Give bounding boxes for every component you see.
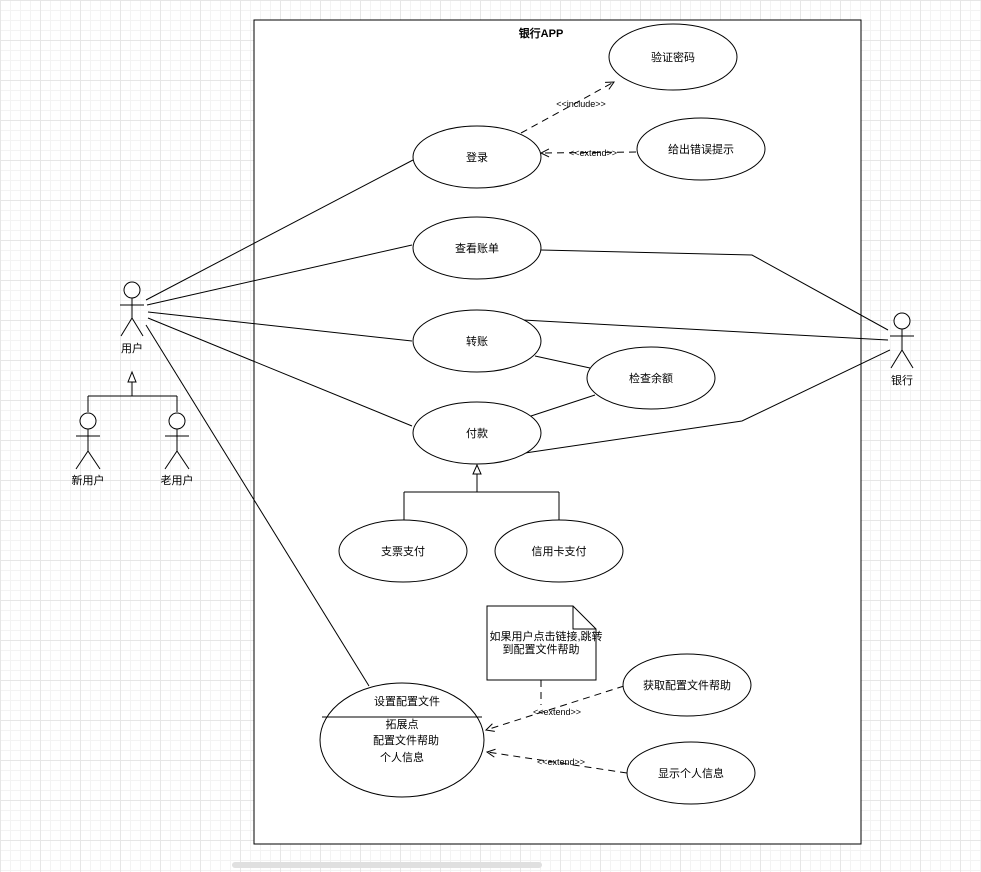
svg-text:检查余额: 检查余额 (629, 371, 673, 385)
config-file-name: 设置配置文件 (374, 694, 440, 708)
include-line (520, 82, 614, 134)
use-case-error-hint[interactable]: 给出错误提示 (636, 117, 766, 181)
assoc-bank-view-bill (540, 249, 889, 331)
note-line-2: 到配置文件帮助 (503, 642, 580, 656)
extend-error-label: <<extend>> (569, 148, 617, 158)
assoc-user-config (145, 324, 370, 687)
extension-point-info: 个人信息 (380, 750, 424, 764)
user-generalization (87, 370, 178, 412)
svg-text:转账: 转账 (466, 334, 488, 348)
associations (145, 159, 891, 687)
use-case-credit-card-pay[interactable]: 信用卡支付 (494, 519, 624, 583)
svg-text:信用卡支付: 信用卡支付 (532, 545, 587, 558)
extension-points-heading: 拓展点 (386, 717, 419, 731)
use-case-get-config-help[interactable]: 获取配置文件帮助 (622, 653, 752, 717)
svg-text:验证密码: 验证密码 (651, 50, 695, 64)
use-case-verify-password[interactable]: 验证密码 (608, 23, 738, 91)
assoc-transfer-check-balance (534, 355, 591, 369)
actor-user[interactable] (120, 281, 144, 337)
actor-bank-label: 银行 (891, 373, 913, 387)
use-case-view-bill[interactable]: 查看账单 (412, 216, 542, 280)
actor-new-user[interactable] (75, 412, 101, 470)
assoc-user-login (145, 159, 414, 301)
use-case-config-file[interactable]: 设置配置文件 拓展点 配置文件帮助 个人信息 (319, 682, 485, 798)
extend-help-line (486, 685, 625, 730)
horizontal-scrollbar[interactable] (232, 862, 542, 868)
use-case-check-balance[interactable]: 检查余额 (586, 346, 716, 410)
svg-text:显示个人信息: 显示个人信息 (658, 766, 724, 780)
svg-text:查看账单: 查看账单 (455, 241, 499, 255)
use-case-show-personal-info[interactable]: 显示个人信息 (626, 741, 756, 805)
actor-user-label: 用户 (121, 341, 143, 355)
assoc-bank-payment (524, 349, 891, 454)
extend-error-line (541, 152, 637, 153)
note[interactable]: 如果用户点击链接,跳转 到配置文件帮助 (486, 605, 603, 681)
actor-old-user[interactable] (164, 412, 190, 470)
assoc-user-transfer (147, 311, 413, 342)
dependency-lines (486, 82, 637, 774)
svg-text:给出错误提示: 给出错误提示 (668, 142, 734, 156)
note-line-1: 如果用户点击链接,跳转 (489, 629, 602, 643)
actor-new-user-label: 新用户 (72, 473, 105, 487)
use-case-check-pay[interactable]: 支票支付 (338, 519, 468, 583)
svg-text:获取配置文件帮助: 获取配置文件帮助 (643, 678, 731, 692)
system-title: 银行APP (519, 26, 564, 40)
use-case-payment[interactable]: 付款 (412, 401, 542, 465)
svg-text:支票支付: 支票支付 (381, 545, 425, 558)
assoc-payment-check-balance (530, 394, 596, 417)
use-case-transfer[interactable]: 转账 (412, 309, 542, 373)
actor-bank[interactable] (890, 312, 914, 369)
svg-text:付款: 付款 (466, 426, 488, 440)
include-label: <<include>> (556, 99, 606, 109)
assoc-bank-transfer (522, 319, 889, 341)
payment-generalization (403, 463, 560, 521)
assoc-user-view-bill (146, 244, 413, 306)
svg-text:登录: 登录 (466, 150, 488, 164)
use-case-login[interactable]: 登录 (412, 125, 542, 189)
assoc-user-payment (147, 317, 413, 427)
actor-old-user-label: 老用户 (161, 473, 194, 487)
extend-help-label: <<extend>> (533, 707, 581, 717)
extend-info-label: <<extend>> (537, 757, 585, 767)
extension-point-help: 配置文件帮助 (373, 733, 439, 747)
